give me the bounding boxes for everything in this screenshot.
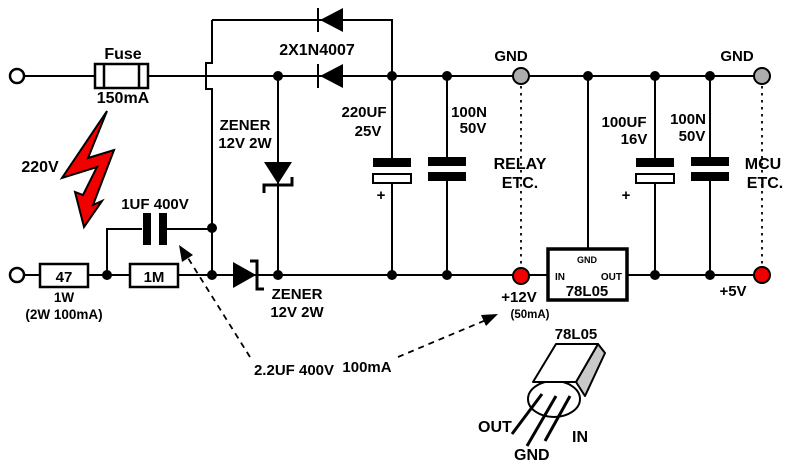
zener-series-label1: ZENER xyxy=(272,286,323,303)
to92-pin-out-label: OUT xyxy=(478,419,512,436)
cap-100n-left-label2: 50V xyxy=(460,120,487,137)
cap-100n-right-symbol xyxy=(691,157,729,181)
zener-shunt-symbol xyxy=(262,162,294,193)
mains-voltage-label: 220V xyxy=(21,159,59,176)
v5-label: +5V xyxy=(719,283,746,300)
resistor-47-value: 47 xyxy=(56,269,73,286)
regulator-part-label: 78L05 xyxy=(566,283,609,300)
cap-100n-right-label1: 100N xyxy=(670,111,706,128)
cap-100n-left-label1: 100N xyxy=(451,104,487,121)
junction-dots xyxy=(102,71,715,280)
mcu-note-line2: ETC. xyxy=(747,175,783,192)
regulator-box xyxy=(546,247,629,302)
to92-legs xyxy=(510,393,572,447)
relay-note-line1: RELAY xyxy=(494,156,547,173)
cap-alt-arrow xyxy=(179,245,251,358)
v12-current-label: (50mA) xyxy=(511,309,550,321)
to92-pin-gnd-label: GND xyxy=(514,447,550,464)
cap-220uf-label1: 220UF xyxy=(341,104,386,121)
cap-100uf-label2: 16V xyxy=(621,131,648,148)
cap-alt-label: 2.2UF 400V xyxy=(254,362,334,379)
v12-label: +12V xyxy=(501,289,536,306)
wires xyxy=(25,19,763,276)
lightning-icon xyxy=(59,110,116,230)
mcu-note-line1: MCU xyxy=(745,156,781,173)
fuse-label: Fuse xyxy=(104,46,141,63)
resistor-47-symbol xyxy=(38,262,90,289)
to92-part-label: 78L05 xyxy=(555,326,598,343)
cap-100uf-label1: 100UF xyxy=(601,114,646,131)
relay-note-line2: ETC. xyxy=(502,175,538,192)
cap-1uf-label: 1UF 400V xyxy=(121,196,189,213)
gnd-terminal-right xyxy=(753,67,771,85)
input-terminal-live xyxy=(8,67,26,85)
to92-package xyxy=(510,343,606,447)
resistor-1m-value: 1M xyxy=(144,269,165,286)
diode-main-symbol xyxy=(317,64,343,88)
to92-pin-in-label: IN xyxy=(572,429,588,446)
gnd-left-label: GND xyxy=(494,48,528,65)
zener-series-label2: 12V 2W xyxy=(270,304,324,321)
diodes-label: 2X1N4007 xyxy=(279,42,355,59)
cap-220uf-symbol xyxy=(372,158,412,184)
cap-100uf-symbol xyxy=(635,158,675,184)
diode-top-symbol xyxy=(317,8,343,32)
cap-100n-right-label2: 50V xyxy=(679,128,706,145)
cap-100n-left-symbol xyxy=(428,157,466,181)
zener-shunt-label1: ZENER xyxy=(220,117,271,134)
output-current-arrow xyxy=(397,314,498,358)
output-current-label: 100mA xyxy=(342,359,391,376)
cap-100uf-polarity: + xyxy=(622,187,631,204)
input-terminal-neutral xyxy=(8,266,26,284)
regulator-pin-gnd: GND xyxy=(577,255,598,265)
cap-220uf-polarity: + xyxy=(377,187,386,204)
to92-top-face xyxy=(532,343,599,383)
fuse-symbol xyxy=(93,62,150,90)
resistor-1m-symbol xyxy=(128,262,180,289)
resistor-47-alt: (2W 100mA) xyxy=(25,307,102,322)
resistor-47-power: 1W xyxy=(54,290,75,305)
v12-terminal xyxy=(512,267,530,285)
gnd-right-label: GND xyxy=(720,48,754,65)
v5-terminal xyxy=(753,266,771,284)
zener-shunt-label2: 12V 2W xyxy=(218,135,272,152)
zener-series-symbol xyxy=(233,259,264,291)
cap-1uf-symbol xyxy=(143,213,167,245)
gnd-terminal-left xyxy=(512,67,530,85)
fuse-rating-label: 150mA xyxy=(97,90,150,107)
regulator-pin-out: OUT xyxy=(601,272,622,283)
cap-220uf-label2: 25V xyxy=(355,123,382,140)
regulator-pin-in: IN xyxy=(555,272,565,283)
